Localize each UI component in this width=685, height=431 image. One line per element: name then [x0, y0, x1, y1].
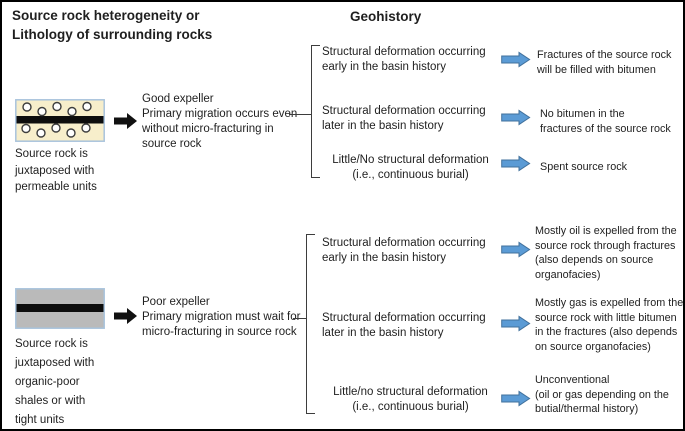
- blue-right-arrow-icon: [501, 390, 531, 407]
- blue-right-arrow-icon: [501, 155, 531, 172]
- rock-caption-tight: Source rock is juxtaposed with organic-p…: [15, 338, 95, 426]
- bracket: [311, 45, 320, 178]
- outcome-no-bitumen: No bitumen in the fractures of the sourc…: [540, 108, 671, 135]
- blue-right-arrow-icon: [501, 109, 531, 126]
- outcome-bitumen-filled-fractures: Fractures of the source rock will be fil…: [537, 49, 672, 76]
- permeable-source-rock-illustration: [15, 99, 105, 142]
- bracket: [306, 234, 315, 414]
- source-rock-heterogeneity-title: Source rock heterogeneity or Lithology o…: [12, 8, 213, 42]
- condition-no-deformation: Little/no structural deformation (i.e., …: [333, 386, 488, 413]
- outcome-mostly-gas: Mostly gas is expelled from the source r…: [535, 297, 684, 353]
- tight-source-rock-illustration: [15, 288, 105, 329]
- blue-right-arrow-icon: [501, 241, 531, 258]
- condition-late-deformation: Structural deformation occurring later i…: [322, 312, 486, 339]
- blue-right-arrow-icon: [501, 315, 531, 332]
- outcome-spent-source-rock: Spent source rock: [540, 161, 628, 173]
- poor-expeller-description: Poor expeller Primary migration must wai…: [142, 296, 301, 338]
- outcome-unconventional: Unconventional (oil or gas depending on …: [535, 374, 669, 415]
- condition-early-deformation: Structural deformation occurring early i…: [322, 237, 486, 264]
- condition-late-deformation: Structural deformation occurring later i…: [322, 105, 486, 132]
- connector-line: [289, 114, 311, 116]
- geohistory-title: Geohistory: [350, 9, 422, 24]
- condition-no-deformation: Little/No structural deformation (i.e., …: [332, 154, 489, 181]
- black-right-arrow-icon: [114, 113, 137, 129]
- outcome-mostly-oil: Mostly oil is expelled from the source r…: [535, 225, 677, 281]
- good-expeller-description: Good expeller Primary migration occurs e…: [142, 93, 298, 150]
- black-right-arrow-icon: [114, 308, 137, 324]
- blue-right-arrow-icon: [501, 51, 531, 68]
- condition-early-deformation: Structural deformation occurring early i…: [322, 46, 486, 73]
- connector-line: [293, 318, 306, 320]
- rock-caption-permeable: Source rock is juxtaposed with permeable…: [15, 148, 97, 193]
